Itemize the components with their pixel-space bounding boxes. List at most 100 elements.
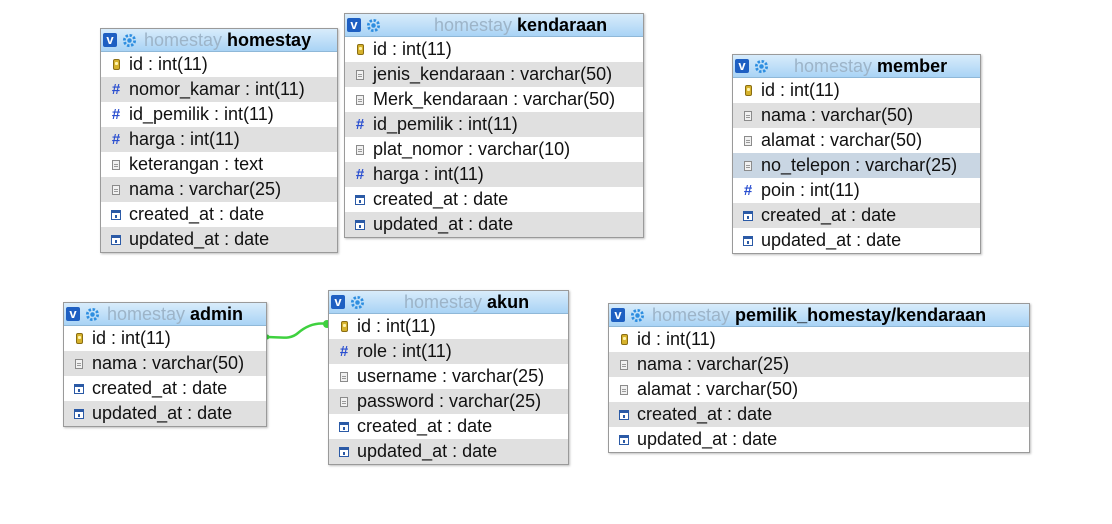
table-name: member	[877, 56, 948, 76]
column-row[interactable]: created_at : date	[345, 187, 643, 212]
collapse-toggle-icon[interactable]: v	[611, 308, 625, 322]
date-icon-glyph	[743, 235, 753, 246]
gear-icon[interactable]	[753, 58, 770, 75]
column-row[interactable]: created_at : date	[64, 376, 266, 401]
column-row[interactable]: updated_at : date	[101, 227, 337, 252]
column-label: created_at : date	[373, 189, 509, 209]
column-label: poin : int(11)	[761, 180, 860, 200]
collapse-toggle-icon[interactable]: v	[331, 295, 345, 309]
column-label: created_at : date	[637, 404, 773, 424]
column-row[interactable]: nama : varchar(50)	[64, 351, 266, 376]
column-label: id : int(11)	[637, 329, 716, 349]
database-name: homestay	[794, 56, 873, 76]
gear-icon[interactable]	[84, 306, 101, 323]
column-row[interactable]: #id_pemilik : int(11)	[345, 112, 643, 137]
column-row[interactable]: alamat : varchar(50)	[733, 128, 980, 153]
column-label: alamat : varchar(50)	[761, 130, 923, 150]
column-label: updated_at : date	[373, 214, 514, 234]
collapse-toggle-icon[interactable]: v	[103, 33, 117, 47]
column-row[interactable]: #nomor_kamar : int(11)	[101, 77, 337, 102]
column-row[interactable]: created_at : date	[329, 414, 568, 439]
column-label: no_telepon : varchar(25)	[761, 155, 958, 175]
column-row[interactable]: id : int(11)	[101, 52, 337, 77]
date-icon	[107, 234, 125, 245]
text-icon	[615, 384, 633, 395]
column-row[interactable]: #harga : int(11)	[101, 127, 337, 152]
key-icon-glyph	[356, 44, 364, 55]
column-row[interactable]: nama : varchar(25)	[609, 352, 1029, 377]
text-icon	[335, 396, 353, 407]
collapse-toggle-icon[interactable]: v	[735, 59, 749, 73]
database-name: homestay	[652, 305, 731, 325]
column-row[interactable]: nama : varchar(50)	[733, 103, 980, 128]
column-row[interactable]: created_at : date	[609, 402, 1029, 427]
collapse-toggle-icon[interactable]: v	[347, 18, 361, 32]
column-row[interactable]: jenis_kendaraan : varchar(50)	[345, 62, 643, 87]
gear-icon[interactable]	[365, 17, 382, 34]
text-icon-glyph	[744, 110, 752, 121]
column-row[interactable]: plat_nomor : varchar(10)	[345, 137, 643, 162]
column-label: id : int(11)	[129, 54, 208, 74]
column-row[interactable]: keterangan : text	[101, 152, 337, 177]
column-row[interactable]: updated_at : date	[609, 427, 1029, 452]
date-icon	[70, 408, 88, 419]
column-row[interactable]: alamat : varchar(50)	[609, 377, 1029, 402]
column-row[interactable]: #poin : int(11)	[733, 178, 980, 203]
column-label: updated_at : date	[92, 403, 233, 423]
column-row[interactable]: nama : varchar(25)	[101, 177, 337, 202]
relation-line-admin-akun[interactable]	[265, 322, 329, 339]
column-row[interactable]: updated_at : date	[64, 401, 266, 426]
column-row[interactable]: id : int(11)	[329, 314, 568, 339]
gear-icon[interactable]	[349, 294, 366, 311]
hash-icon-glyph: #	[111, 106, 121, 123]
column-row[interactable]: Merk_kendaraan : varchar(50)	[345, 87, 643, 112]
column-row[interactable]: id : int(11)	[64, 326, 266, 351]
column-row[interactable]: created_at : date	[101, 202, 337, 227]
key-icon-glyph	[744, 85, 752, 96]
column-row[interactable]: username : varchar(25)	[329, 364, 568, 389]
hash-icon-glyph: #	[355, 116, 365, 133]
column-label: plat_nomor : varchar(10)	[373, 139, 571, 159]
column-list: id : int(11)nama : varchar(50) created_at…	[64, 326, 266, 426]
column-row[interactable]: id : int(11)	[609, 327, 1029, 352]
text-icon	[615, 359, 633, 370]
date-icon	[351, 219, 369, 230]
column-row[interactable]: created_at : date	[733, 203, 980, 228]
text-icon-glyph	[112, 159, 120, 170]
column-row[interactable]: #id_pemilik : int(11)	[101, 102, 337, 127]
column-row[interactable]: updated_at : date	[733, 228, 980, 253]
column-row[interactable]: #harga : int(11)	[345, 162, 643, 187]
date-icon	[335, 421, 353, 432]
column-row[interactable]: id : int(11)	[345, 37, 643, 62]
text-icon-glyph	[112, 184, 120, 195]
column-row[interactable]: password : varchar(25)	[329, 389, 568, 414]
column-label: nama : varchar(50)	[92, 353, 245, 373]
text-icon	[107, 184, 125, 195]
database-name: homestay	[434, 15, 513, 35]
date-icon-glyph	[74, 408, 84, 419]
gear-icon[interactable]	[629, 307, 646, 324]
column-row[interactable]: updated_at : date	[329, 439, 568, 464]
gear-icon[interactable]	[121, 32, 138, 49]
column-row[interactable]: #role : int(11)	[329, 339, 568, 364]
text-icon	[351, 144, 369, 155]
column-list: id : int(11) nama : varchar(25)alamat : v…	[609, 327, 1029, 452]
column-row[interactable]: id : int(11)	[733, 78, 980, 103]
column-row[interactable]: updated_at : date	[345, 212, 643, 237]
text-icon	[70, 358, 88, 369]
text-icon-glyph	[620, 359, 628, 370]
column-row[interactable]: no_telepon : varchar(25)	[733, 153, 980, 178]
collapse-toggle-icon[interactable]: v	[66, 307, 80, 321]
